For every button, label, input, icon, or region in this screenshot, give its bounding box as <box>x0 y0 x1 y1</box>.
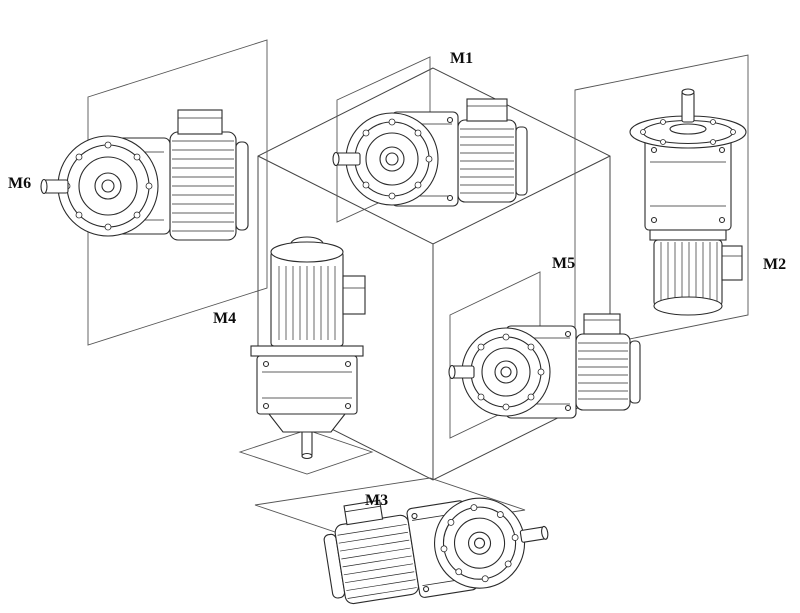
motor-m1 <box>332 98 528 207</box>
output-flange <box>433 497 526 589</box>
motor-body <box>653 239 723 316</box>
terminal-box <box>583 313 621 335</box>
mounting-plane-m3 <box>254 477 526 538</box>
label-m1: M1 <box>450 50 474 67</box>
orientation-cube <box>257 67 611 481</box>
terminal-box <box>342 275 366 315</box>
output-shaft <box>332 151 361 167</box>
terminal-box <box>466 98 508 122</box>
output-shaft <box>681 88 695 123</box>
mounting-plane-m4 <box>238 429 374 475</box>
output-shaft <box>301 429 313 460</box>
terminal-box <box>177 109 223 135</box>
label-m4: M4 <box>213 310 237 327</box>
mounting-plane-m6 <box>87 39 268 346</box>
motor-body <box>270 236 344 347</box>
output-shaft <box>519 525 549 543</box>
adapter-plate <box>649 229 727 241</box>
motor-body <box>169 131 249 241</box>
output-shaft <box>448 364 475 380</box>
label-m2: M2 <box>763 256 787 273</box>
terminal-box <box>721 245 743 281</box>
motor-m3 <box>323 497 549 605</box>
gearbox-housing <box>256 355 358 433</box>
output-flange <box>629 115 747 149</box>
gearbox-housing <box>644 137 732 231</box>
mounting-plane-m2 <box>574 54 749 351</box>
motor-body <box>457 119 528 203</box>
motor-m5 <box>448 313 641 419</box>
output-flange <box>461 327 551 417</box>
motor-m2 <box>629 88 747 316</box>
output-shaft <box>40 178 69 195</box>
output-flange <box>57 135 159 237</box>
terminal-box <box>343 499 384 526</box>
motor-body <box>323 514 420 605</box>
label-m5: M5 <box>552 255 576 272</box>
label-m3: M3 <box>365 492 389 509</box>
motor-m4 <box>250 236 366 460</box>
motor-body <box>575 333 641 411</box>
label-m6: M6 <box>8 175 32 192</box>
motor-m6 <box>40 109 249 241</box>
flange-plate <box>250 345 364 357</box>
